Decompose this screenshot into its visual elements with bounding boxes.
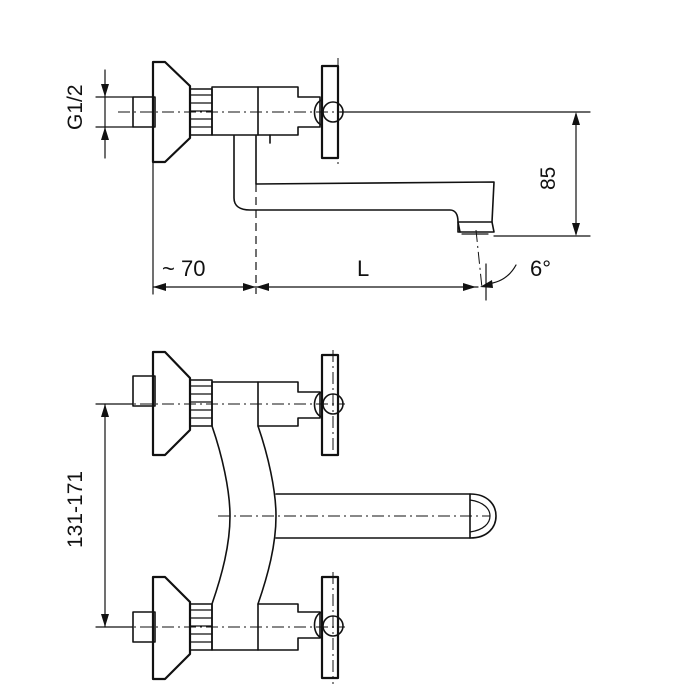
top-lower-connection (132, 575, 213, 681)
dim-horizontal (152, 161, 479, 295)
top-centerlines (118, 350, 490, 684)
dim-center-distance (95, 403, 134, 628)
side-wall-pipe (132, 96, 156, 128)
label-spout-length: L (357, 256, 369, 281)
dim-angle (480, 263, 517, 301)
dim-height (339, 111, 591, 237)
label-wall-distance: ~ 70 (162, 256, 205, 281)
label-thread: G1/2 (64, 84, 87, 130)
side-view: G1/2 85 ~ 70 L 6° (64, 58, 591, 301)
top-view: 131-171 (64, 350, 497, 684)
side-centerlines (118, 58, 580, 289)
side-body (211, 86, 321, 144)
top-upper-handle (257, 353, 344, 457)
label-height: 85 (537, 167, 560, 190)
label-angle: 6° (530, 256, 551, 281)
label-center-distance: 131-171 (64, 471, 87, 548)
side-spout (233, 135, 495, 235)
dim-thread (95, 69, 134, 159)
